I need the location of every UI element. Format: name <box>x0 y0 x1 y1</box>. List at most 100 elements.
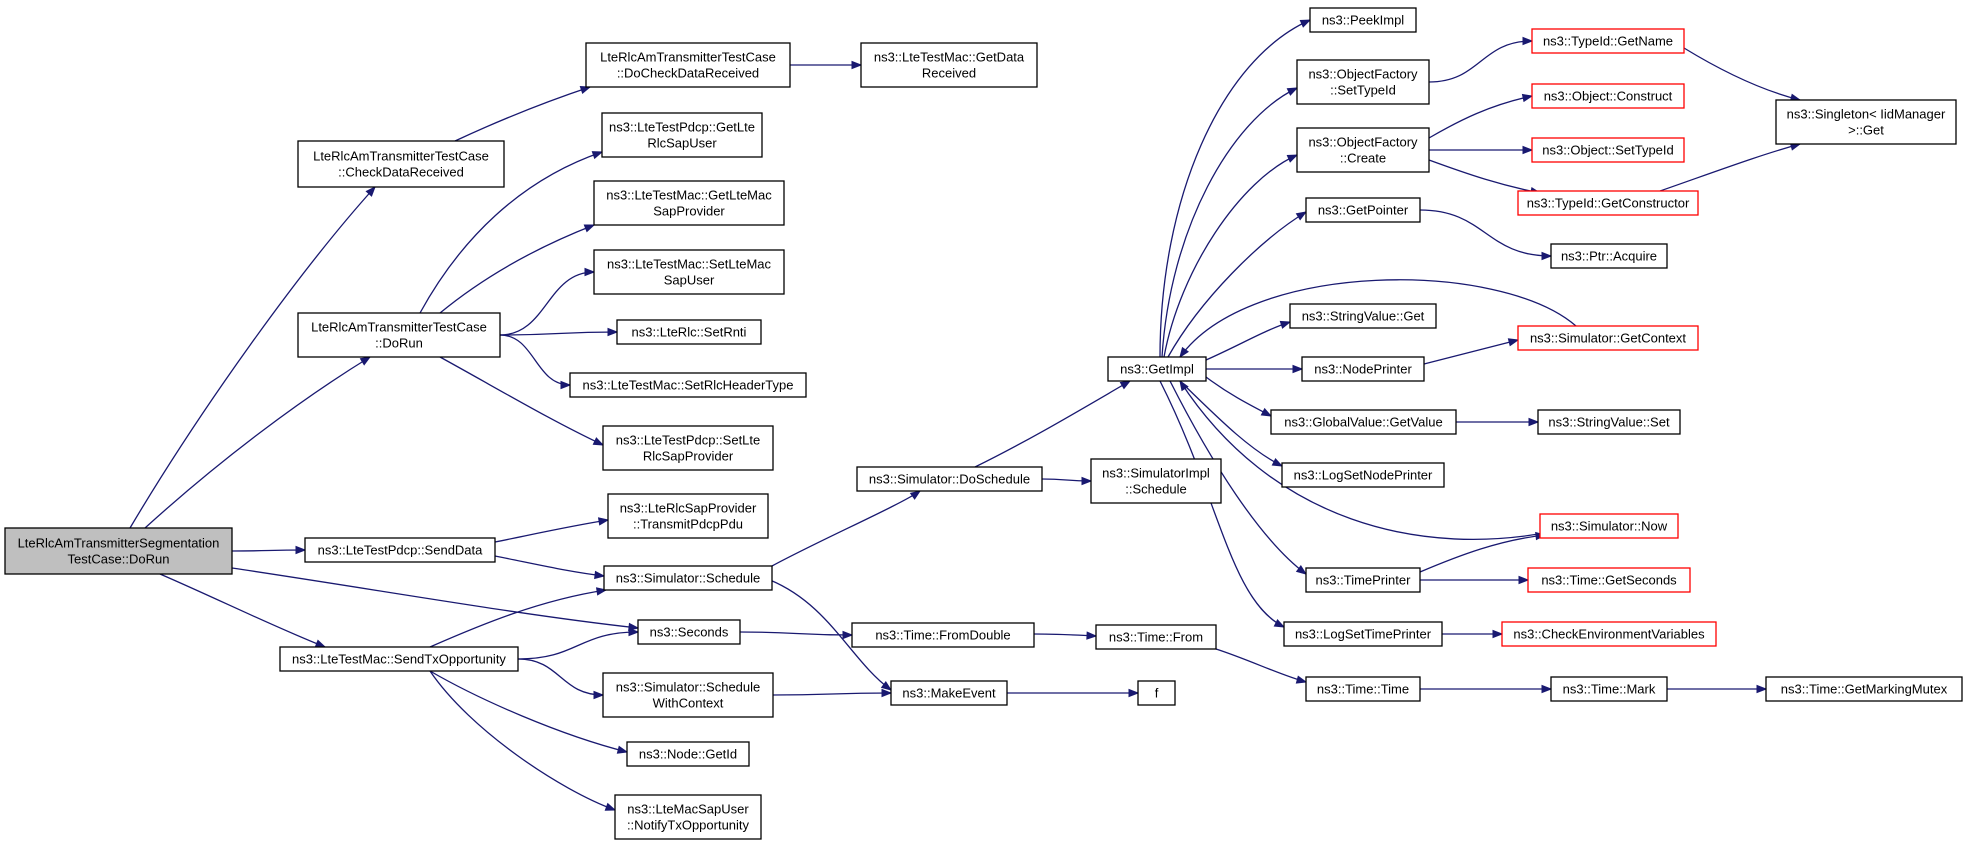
node-box <box>856 466 1043 492</box>
node-label-line: ns3::LteTestMac::SetLteMac <box>607 257 772 272</box>
node-typeIdGetName[interactable]: ns3::TypeId::GetName <box>1531 28 1685 54</box>
node-box <box>603 565 773 591</box>
node-getPointer[interactable]: ns3::GetPointer <box>1305 197 1421 223</box>
node-setTypeId[interactable]: ns3::ObjectFactory::SetTypeId <box>1296 59 1430 105</box>
node-doCheckDataReceived[interactable]: LteRlcAmTransmitterTestCase::DoCheckData… <box>585 42 791 88</box>
edge-line <box>1205 376 1272 417</box>
node-root[interactable]: LteRlcAmTransmitterSegmentationTestCase:… <box>4 527 233 575</box>
edge-line <box>1419 209 1552 257</box>
node-logSetTimePrinter[interactable]: ns3::LogSetTimePrinter <box>1283 621 1443 647</box>
node-box <box>569 372 807 398</box>
node-transmitPdcpPdu[interactable]: ns3::LteRlcSapProvider::TransmitPdcpPdu <box>607 493 769 539</box>
node-box <box>1305 567 1421 593</box>
node-label-line: ns3::ObjectFactory <box>1308 135 1418 150</box>
node-box <box>279 646 519 672</box>
node-typeIdGetConstructor[interactable]: ns3::TypeId::GetConstructor <box>1517 190 1699 216</box>
node-sendTxOpportunity[interactable]: ns3::LteTestMac::SendTxOpportunity <box>279 646 519 672</box>
node-doRun[interactable]: LteRlcAmTransmitterTestCase::DoRun <box>297 312 501 358</box>
edge-arrowhead <box>1179 379 1189 392</box>
node-box <box>1531 137 1685 163</box>
edge-getImpl-to-stringValueGet <box>1205 320 1292 361</box>
node-peekImpl[interactable]: ns3::PeekImpl <box>1309 7 1417 33</box>
node-getId[interactable]: ns3::Node::GetId <box>626 741 750 767</box>
node-objectConstruct[interactable]: ns3::Object::Construct <box>1531 83 1685 109</box>
node-checkEnvVars[interactable]: ns3::CheckEnvironmentVariables <box>1501 621 1717 647</box>
node-label-line: LteRlcAmTransmitterTestCase <box>600 50 776 65</box>
node-doSchedule[interactable]: ns3::Simulator::DoSchedule <box>856 466 1043 492</box>
edge-arrowhead <box>1128 688 1140 698</box>
node-fromDouble[interactable]: ns3::Time::FromDouble <box>851 622 1035 648</box>
node-box <box>601 112 763 158</box>
node-schedule[interactable]: ns3::Simulator::Schedule <box>603 565 773 591</box>
node-simulatorNow[interactable]: ns3::Simulator::Now <box>1539 513 1679 539</box>
edge-line <box>494 555 605 577</box>
edge-doRun-to-setRlcHeaderType <box>499 334 572 390</box>
node-seconds[interactable]: ns3::Seconds <box>637 619 741 645</box>
edge-seconds-to-fromDouble <box>739 630 854 640</box>
node-box <box>1281 462 1445 488</box>
edge-schedule-to-makeEvent <box>769 579 893 691</box>
node-f[interactable]: f <box>1137 680 1176 706</box>
edge-doSchedule-to-getImpl <box>974 380 1132 468</box>
node-getMarkingMutex[interactable]: ns3::Time::GetMarkingMutex <box>1765 676 1963 702</box>
node-box <box>1301 356 1425 382</box>
node-simImplSchedule[interactable]: ns3::SimulatorImpl::Schedule <box>1090 458 1222 504</box>
node-checkDataReceived[interactable]: LteRlcAmTransmitterTestCase::CheckDataRe… <box>297 140 505 188</box>
node-logSetNodePrinter[interactable]: ns3::LogSetNodePrinter <box>1281 462 1445 488</box>
node-label-line: ns3::Simulator::DoSchedule <box>869 472 1030 487</box>
edge-line <box>144 356 371 529</box>
node-timeMark[interactable]: ns3::Time::Mark <box>1550 676 1668 702</box>
node-nodePrinter[interactable]: ns3::NodePrinter <box>1301 356 1425 382</box>
edge-sendTxOpportunity-to-getId <box>429 670 629 754</box>
edge-arrowhead <box>560 380 572 390</box>
node-timeGetSeconds[interactable]: ns3::Time::GetSeconds <box>1527 567 1691 593</box>
edge-sendData-to-schedule <box>494 555 606 580</box>
node-box <box>1517 190 1699 216</box>
edge-typeIdGetConstructor-to-singletonGet <box>1659 142 1802 192</box>
node-box <box>890 680 1008 706</box>
node-setRnti[interactable]: ns3::LteRlc::SetRnti <box>616 319 762 345</box>
node-stringValueSet[interactable]: ns3::StringValue::Set <box>1537 409 1681 435</box>
node-globalValueGetValue[interactable]: ns3::GlobalValue::GetValue <box>1270 409 1457 435</box>
edge-arrowhead <box>1541 684 1553 694</box>
node-simulatorGetContext[interactable]: ns3::Simulator::GetContext <box>1517 325 1699 351</box>
node-label-line: f <box>1155 686 1159 701</box>
node-box <box>1550 243 1668 269</box>
edge-doRun-to-getLteRlcSapUser <box>419 151 604 314</box>
node-singletonGet[interactable]: ns3::Singleton< IidManager>::Get <box>1775 99 1957 145</box>
node-label-line: ns3::LteRlcSapProvider <box>620 501 757 516</box>
node-label-line: Received <box>922 66 976 81</box>
edge-arrowhead <box>1119 380 1132 390</box>
node-makeEvent[interactable]: ns3::MakeEvent <box>890 680 1008 706</box>
edge-line <box>494 519 609 543</box>
node-objectSetTypeId[interactable]: ns3::Object::SetTypeId <box>1531 137 1685 163</box>
node-timePrinter[interactable]: ns3::TimePrinter <box>1305 567 1421 593</box>
node-box <box>1775 99 1957 145</box>
edge-line <box>1161 87 1298 358</box>
edge-arrowhead <box>359 356 372 366</box>
node-ptrAcquire[interactable]: ns3::Ptr::Acquire <box>1550 243 1668 269</box>
node-notifyTxOpportunity[interactable]: ns3::LteMacSapUser::NotifyTxOpportunity <box>614 794 762 840</box>
edge-arrowhead <box>1273 618 1286 628</box>
node-timeTime[interactable]: ns3::Time::Time <box>1305 676 1421 702</box>
node-box <box>602 425 774 471</box>
edge-line <box>439 224 595 314</box>
edge-line <box>1163 154 1298 358</box>
edge-line <box>1159 380 1285 628</box>
node-sendData[interactable]: ns3::LteTestPdcp::SendData <box>304 537 496 563</box>
node-getImpl[interactable]: ns3::GetImpl <box>1107 356 1207 382</box>
node-timeFrom[interactable]: ns3::Time::From <box>1095 624 1217 650</box>
node-create[interactable]: ns3::ObjectFactory::Create <box>1296 127 1430 173</box>
edge-getPointer-to-ptrAcquire <box>1419 209 1553 261</box>
node-label-line: LteRlcAmTransmitterTestCase <box>311 320 487 335</box>
node-label-line: ::TransmitPdcpPdu <box>633 517 743 532</box>
edge-line <box>429 589 607 648</box>
node-stringValueGet[interactable]: ns3::StringValue::Get <box>1289 303 1437 329</box>
node-setRlcHeaderType[interactable]: ns3::LteTestMac::SetRlcHeaderType <box>569 372 807 398</box>
